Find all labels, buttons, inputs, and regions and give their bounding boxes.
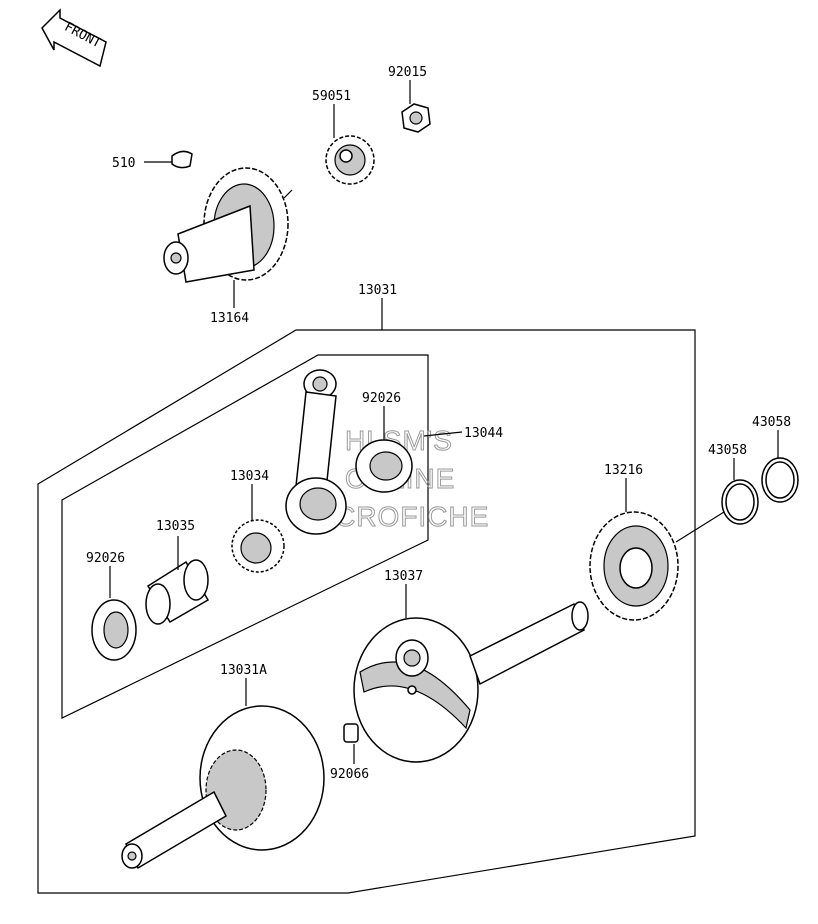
crankshaft-half-13031A xyxy=(121,705,325,870)
part-label-92015: 92015 xyxy=(388,65,427,80)
thrust-washer-92026-left xyxy=(91,599,137,661)
part-label-13044: 13044 xyxy=(464,426,503,441)
part-label-13164: 13164 xyxy=(210,311,249,326)
crankshaft-half-13037 xyxy=(353,601,589,763)
pin-92066 xyxy=(343,723,359,743)
part-label-13031A: 13031A xyxy=(220,663,267,678)
crank-gear-13216 xyxy=(589,511,679,621)
part-label-13031: 13031 xyxy=(358,283,397,298)
balancer-shaft-13164 xyxy=(163,167,293,283)
snap-ring-43058-outer xyxy=(761,457,799,503)
connecting-rod xyxy=(285,369,347,535)
nut-92015 xyxy=(401,103,431,133)
part-label-92026-left: 92026 xyxy=(86,551,125,566)
part-label-59051: 59051 xyxy=(312,89,351,104)
thrust-washer-92026-top xyxy=(355,439,413,493)
snap-ring-43058-inner xyxy=(721,479,759,525)
part-label-43058-outer: 43058 xyxy=(752,415,791,430)
gear-59051 xyxy=(325,135,375,185)
part-label-92066: 92066 xyxy=(330,767,369,782)
part-label-13035: 13035 xyxy=(156,519,195,534)
subassembly-inner-frame xyxy=(61,354,429,719)
part-label-13037: 13037 xyxy=(384,569,423,584)
part-label-13216: 13216 xyxy=(604,463,643,478)
assembly-outer-frame xyxy=(37,329,696,894)
part-label-13034: 13034 xyxy=(230,469,269,484)
front-direction-arrow: FRONT xyxy=(41,8,107,68)
key-510 xyxy=(171,150,193,169)
needle-bearing-13034 xyxy=(231,519,285,573)
part-label-92026-top: 92026 xyxy=(362,391,401,406)
part-label-510: 510 xyxy=(112,156,135,171)
part-label-43058-inner: 43058 xyxy=(708,443,747,458)
crank-pin-13035 xyxy=(145,559,210,625)
